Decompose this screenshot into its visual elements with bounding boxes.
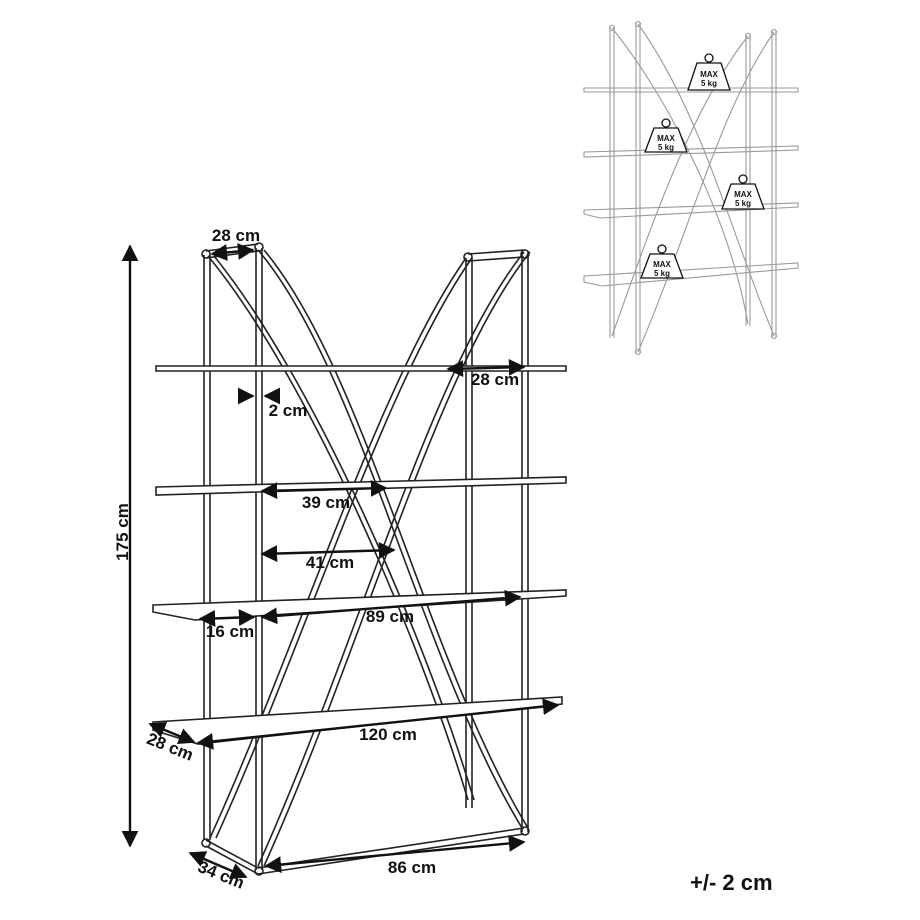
inner-lower-label: 41 cm <box>306 553 354 572</box>
weight-icon <box>644 118 688 153</box>
weight-badge-2: MAX 5 kg <box>644 118 688 153</box>
inner-upper-label: 39 cm <box>302 493 350 512</box>
svg-text:MAX: MAX <box>700 70 718 79</box>
tolerance-note: +/- 2 cm <box>690 870 773 895</box>
height-label: 175 cm <box>113 503 132 561</box>
top-depth-label: 28 cm <box>212 226 260 245</box>
arc-left-inner <box>257 249 523 829</box>
weight-badge-1: MAX 5 kg <box>687 53 731 91</box>
right-arm-label: 28 cm <box>471 370 519 389</box>
svg-text:5 kg: 5 kg <box>701 79 717 88</box>
weight-badge-3: MAX 5 kg <box>721 174 765 210</box>
svg-text:MAX: MAX <box>653 260 671 269</box>
svg-text:5 kg: 5 kg <box>658 143 674 152</box>
shelf-4 <box>152 696 563 745</box>
svg-text:MAX: MAX <box>657 134 675 143</box>
base-depth-label: 34 cm <box>195 857 247 893</box>
arc-right-outer <box>209 257 467 839</box>
middle-span-label: 89 cm <box>366 607 414 626</box>
shelf-width-label: 120 cm <box>359 725 417 744</box>
weight-badge-4: MAX 5 kg <box>640 244 684 279</box>
svg-text:5 kg: 5 kg <box>654 269 670 278</box>
end-section-label: 16 cm <box>206 622 254 641</box>
weight-icon <box>721 174 765 210</box>
arc-right-inner <box>257 251 525 867</box>
svg-text:MAX: MAX <box>734 190 752 199</box>
svg-text:5 kg: 5 kg <box>735 199 751 208</box>
weight-icon <box>687 53 731 91</box>
weight-icon <box>640 244 684 279</box>
base-width-label: 86 cm <box>388 858 436 877</box>
main-shelf <box>152 242 567 876</box>
load-diagram <box>583 20 799 356</box>
shelf-3 <box>152 589 567 621</box>
frame-gap-label: 2 cm <box>269 401 308 420</box>
